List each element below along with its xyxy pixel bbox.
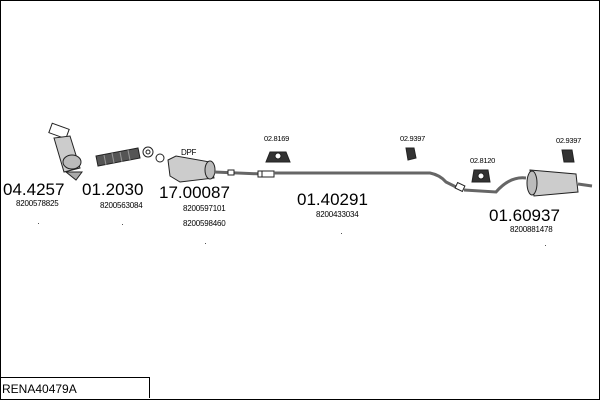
hanger-part-4 <box>561 149 575 163</box>
part-code: 17.00087 <box>159 183 230 202</box>
oem-number: 8200433034 <box>316 210 359 219</box>
oem-number: 8200881478 <box>510 225 553 234</box>
hanger-code-label: 02.9397 <box>556 136 582 145</box>
hanger-part-3 <box>471 169 491 183</box>
marker-dot <box>38 223 39 224</box>
marker-dot <box>545 245 546 246</box>
hanger-code-label: 02.8120 <box>470 156 496 165</box>
marker-dot <box>122 224 123 225</box>
oem-number: 8200598460 <box>183 219 226 228</box>
part-code: 01.40291 <box>297 190 368 209</box>
gasket-part <box>142 146 165 163</box>
flex-pipe-part <box>95 147 141 167</box>
part-code: 01.2030 <box>82 180 144 199</box>
hanger-code-label: 02.8169 <box>264 134 290 143</box>
part-code: 01.60937 <box>489 206 560 225</box>
marker-dot <box>205 243 206 244</box>
rear-silencer-part <box>463 169 593 197</box>
dpf-part <box>167 155 267 183</box>
hanger-code-label: 02.9397 <box>400 134 426 143</box>
oem-number: 8200578825 <box>16 199 59 208</box>
catalytic-converter-part <box>48 122 83 181</box>
hanger-part-2 <box>405 147 417 161</box>
reference-box: RENA40479A <box>0 377 150 398</box>
marker-dot <box>341 233 342 234</box>
oem-number: 8200597101 <box>183 204 226 213</box>
middle-pipe-part <box>261 170 466 193</box>
part-code: 04.4257 <box>3 180 65 199</box>
oem-number: 8200563084 <box>100 201 143 210</box>
reference-code: RENA40479A <box>2 382 77 396</box>
hanger-part-1 <box>265 151 291 163</box>
dpf-label: DPF <box>181 148 197 157</box>
